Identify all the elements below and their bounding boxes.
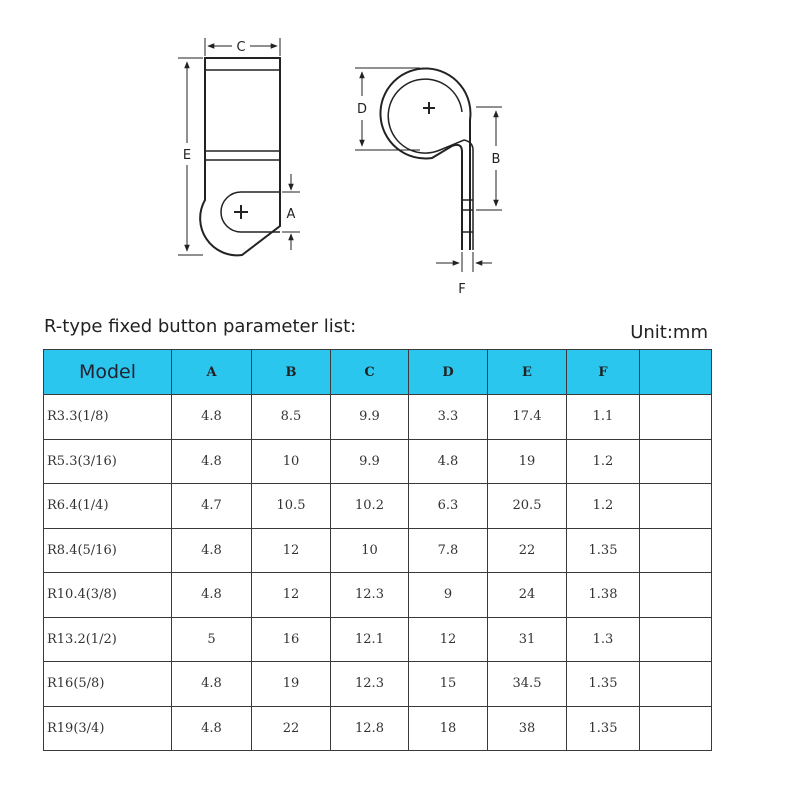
cell-f: 1.35	[566, 661, 640, 707]
cell-d: 15	[408, 661, 488, 707]
column-header-c: C	[330, 349, 409, 395]
column-header-f: F	[566, 349, 640, 395]
cell-a: 4.8	[171, 661, 252, 707]
dim-label-a: A	[287, 207, 296, 222]
column-header-extra	[639, 349, 712, 395]
cell-d: 7.8	[408, 527, 488, 573]
cell-model: R8.4(5/16)	[43, 527, 172, 573]
cell-f: 1.2	[566, 438, 640, 484]
cell-e: 24	[487, 572, 567, 618]
cell-extra	[639, 527, 712, 573]
cell-a: 4.8	[171, 394, 252, 440]
cell-b: 16	[251, 616, 331, 662]
cell-model: R16(5/8)	[43, 661, 172, 707]
cell-c: 10	[330, 527, 409, 573]
cell-b: 22	[251, 705, 331, 751]
cell-b: 10	[251, 438, 331, 484]
cell-model: R10.4(3/8)	[43, 572, 172, 618]
dim-label-d: D	[357, 102, 367, 117]
cell-a: 4.8	[171, 572, 252, 618]
cell-model: R13.2(1/2)	[43, 616, 172, 662]
dim-label-b: B	[492, 152, 501, 167]
table-heading: R-type fixed button parameter list:	[44, 316, 357, 337]
cell-f: 1.38	[566, 572, 640, 618]
cell-c: 9.9	[330, 438, 409, 484]
cell-f: 1.35	[566, 527, 640, 573]
cell-a: 4.8	[171, 438, 252, 484]
cell-extra	[639, 438, 712, 484]
cell-a: 4.8	[171, 705, 252, 751]
cell-extra	[639, 483, 712, 529]
cell-e: 20.5	[487, 483, 567, 529]
cell-b: 10.5	[251, 483, 331, 529]
cell-b: 8.5	[251, 394, 331, 440]
cell-d: 6.3	[408, 483, 488, 529]
column-header-e: E	[487, 349, 567, 395]
cell-extra	[639, 572, 712, 618]
cell-model: R5.3(3/16)	[43, 438, 172, 484]
unit-label: Unit:mm	[630, 322, 708, 343]
cell-e: 34.5	[487, 661, 567, 707]
cell-d: 18	[408, 705, 488, 751]
cell-c: 9.9	[330, 394, 409, 440]
cell-d: 4.8	[408, 438, 488, 484]
column-header-b: B	[251, 349, 331, 395]
cell-e: 31	[487, 616, 567, 662]
cell-extra	[639, 661, 712, 707]
cell-b: 12	[251, 527, 331, 573]
cell-extra	[639, 394, 712, 440]
dim-label-e: E	[183, 148, 191, 163]
cell-e: 17.4	[487, 394, 567, 440]
column-header-model: Model	[43, 349, 172, 395]
cell-e: 38	[487, 705, 567, 751]
dim-label-f: F	[458, 282, 465, 297]
cell-b: 12	[251, 572, 331, 618]
cell-c: 12.3	[330, 572, 409, 618]
clip-dimension-drawing: C E A D B F	[178, 38, 502, 297]
cell-model: R3.3(1/8)	[43, 394, 172, 440]
column-header-a: A	[171, 349, 252, 395]
cell-d: 3.3	[408, 394, 488, 440]
front-view	[199, 57, 281, 257]
cell-a: 4.7	[171, 483, 252, 529]
cell-b: 19	[251, 661, 331, 707]
cell-e: 19	[487, 438, 567, 484]
cell-d: 12	[408, 616, 488, 662]
cell-extra	[639, 616, 712, 662]
side-view	[379, 67, 474, 250]
dim-label-c: C	[236, 40, 245, 55]
cell-c: 12.3	[330, 661, 409, 707]
cell-c: 12.8	[330, 705, 409, 751]
cell-c: 10.2	[330, 483, 409, 529]
cell-f: 1.1	[566, 394, 640, 440]
cell-f: 1.35	[566, 705, 640, 751]
table-header-row: Model A B C D E F	[43, 349, 712, 395]
cell-d: 9	[408, 572, 488, 618]
side-dimensions	[355, 67, 502, 272]
cell-c: 12.1	[330, 616, 409, 662]
cell-model: R19(3/4)	[43, 705, 172, 751]
column-header-d: D	[408, 349, 488, 395]
cell-extra	[639, 705, 712, 751]
front-dimensions	[178, 38, 300, 256]
cell-f: 1.2	[566, 483, 640, 529]
cell-f: 1.3	[566, 616, 640, 662]
cell-model: R6.4(1/4)	[43, 483, 172, 529]
cell-a: 5	[171, 616, 252, 662]
cell-a: 4.8	[171, 527, 252, 573]
cell-e: 22	[487, 527, 567, 573]
